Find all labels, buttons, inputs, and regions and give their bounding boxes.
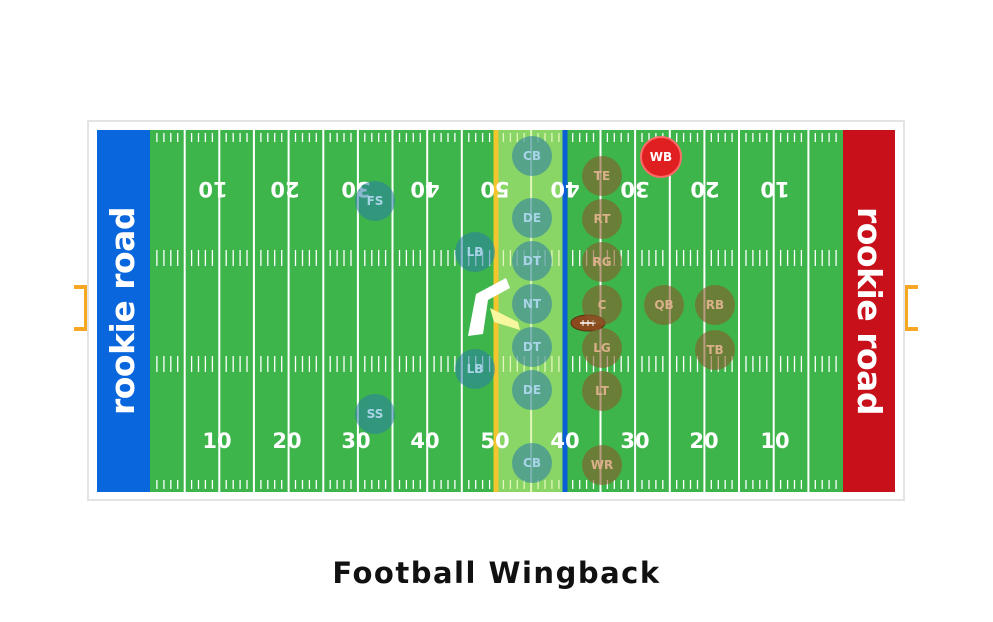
svg-text:LB: LB bbox=[467, 362, 484, 376]
yard-number-bottom: 40 bbox=[550, 429, 579, 453]
player-offense-rt[interactable]: RT bbox=[582, 199, 622, 239]
yard-number-bottom: 10 bbox=[760, 429, 789, 453]
left-endzone bbox=[97, 130, 150, 492]
player-defense-cb[interactable]: CB bbox=[512, 443, 552, 483]
yard-numbers-bottom: 10 20 30 40 50 40 30 20 10 bbox=[202, 429, 789, 453]
svg-text:RG: RG bbox=[592, 255, 611, 269]
yard-number-bottom: 10 bbox=[202, 429, 231, 453]
yard-number-top: 10 bbox=[198, 177, 227, 201]
svg-text:SS: SS bbox=[367, 407, 384, 421]
svg-text:C: C bbox=[598, 298, 607, 312]
svg-text:DT: DT bbox=[523, 340, 542, 354]
yard-numbers-top: 10 20 30 40 50 40 30 20 10 bbox=[198, 177, 789, 201]
player-defense-dt[interactable]: DT bbox=[512, 327, 552, 367]
yard-number-top: 10 bbox=[760, 177, 789, 201]
yard-number-top: 50 bbox=[480, 177, 509, 201]
svg-text:QB: QB bbox=[654, 298, 673, 312]
player-offense-tb[interactable]: TB bbox=[695, 330, 735, 370]
player-defense-de[interactable]: DE bbox=[512, 198, 552, 238]
yard-number-bottom: 30 bbox=[620, 429, 649, 453]
svg-text:WR: WR bbox=[591, 458, 613, 472]
player-offense-wr[interactable]: WR bbox=[582, 445, 622, 485]
svg-text:DE: DE bbox=[523, 211, 541, 225]
player-defense-ss[interactable]: SS bbox=[355, 394, 395, 434]
player-defense-nt[interactable]: NT bbox=[512, 284, 552, 324]
player-offense-rb[interactable]: RB bbox=[695, 285, 735, 325]
yard-number-top: 40 bbox=[550, 177, 579, 201]
svg-text:RT: RT bbox=[594, 212, 612, 226]
yard-number-bottom: 20 bbox=[272, 429, 301, 453]
defense-players: CB FS LB DE DT NT DT DE LB SS CB bbox=[355, 136, 552, 483]
svg-text:LG: LG bbox=[593, 341, 611, 355]
offense-players: TE RT RG C LG LT QB RB TB WR bbox=[582, 156, 735, 485]
yard-number-top: 20 bbox=[270, 177, 299, 201]
page-title: Football Wingback bbox=[332, 556, 661, 590]
right-endzone-brand: rookie road bbox=[850, 207, 889, 415]
svg-text:LT: LT bbox=[595, 384, 610, 398]
right-endzone bbox=[843, 130, 895, 492]
player-defense-lb[interactable]: LB bbox=[455, 349, 495, 389]
yard-number-bottom: 40 bbox=[410, 429, 439, 453]
player-defense-lb[interactable]: LB bbox=[455, 232, 495, 272]
player-defense-de[interactable]: DE bbox=[512, 370, 552, 410]
svg-text:RB: RB bbox=[706, 298, 724, 312]
player-highlight-wb[interactable]: WB bbox=[640, 136, 682, 178]
svg-text:WB: WB bbox=[650, 150, 672, 164]
yard-number-bottom: 30 bbox=[341, 429, 370, 453]
player-defense-cb[interactable]: CB bbox=[512, 136, 552, 176]
svg-text:DT: DT bbox=[523, 254, 542, 268]
svg-text:NT: NT bbox=[523, 297, 542, 311]
svg-text:TE: TE bbox=[594, 169, 610, 183]
player-offense-qb[interactable]: QB bbox=[644, 285, 684, 325]
center-field-logo bbox=[468, 278, 520, 336]
svg-text:CB: CB bbox=[523, 456, 541, 470]
player-offense-lt[interactable]: LT bbox=[582, 371, 622, 411]
player-offense-c[interactable]: C bbox=[582, 285, 622, 325]
player-defense-dt[interactable]: DT bbox=[512, 241, 552, 281]
svg-text:TB: TB bbox=[706, 343, 723, 357]
yard-number-top: 20 bbox=[690, 177, 719, 201]
left-endzone-brand: rookie road bbox=[103, 207, 142, 415]
yard-number-bottom: 50 bbox=[480, 429, 509, 453]
svg-text:LB: LB bbox=[467, 245, 484, 259]
player-offense-te[interactable]: TE bbox=[582, 156, 622, 196]
player-offense-lg[interactable]: LG bbox=[582, 328, 622, 368]
yard-number-top: 30 bbox=[620, 177, 649, 201]
player-defense-fs[interactable]: FS bbox=[355, 181, 395, 221]
yard-number-top: 40 bbox=[410, 177, 439, 201]
svg-text:DE: DE bbox=[523, 383, 541, 397]
player-offense-rg[interactable]: RG bbox=[582, 242, 622, 282]
svg-text:CB: CB bbox=[523, 149, 541, 163]
yard-number-bottom: 20 bbox=[689, 429, 718, 453]
svg-text:FS: FS bbox=[367, 194, 384, 208]
